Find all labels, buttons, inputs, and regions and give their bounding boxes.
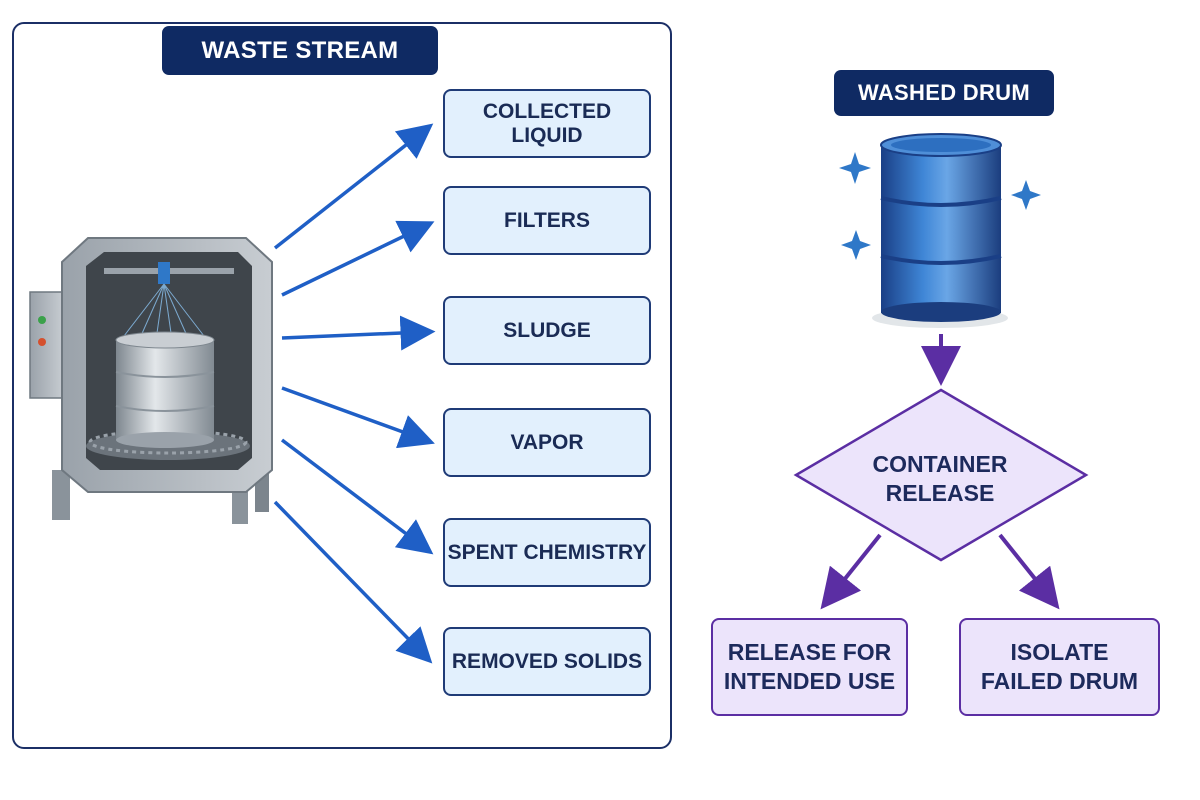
arrow-to-vapor	[281, 386, 435, 449]
sparkle-icons	[839, 152, 1041, 260]
outcome-release-box: RELEASE FOR INTENDED USE	[711, 618, 908, 716]
decision-line-2: RELEASE	[885, 480, 995, 506]
decision-label: CONTAINER RELEASE	[820, 444, 1060, 514]
sparkle-icon	[841, 230, 871, 260]
washed-drum-icon	[872, 133, 1008, 328]
arrow-to-filters	[281, 220, 435, 297]
sparkle-icon	[839, 152, 871, 184]
outcome-isolate-line-1: ISOLATE	[1010, 639, 1109, 666]
sparkle-icon	[1011, 180, 1041, 210]
outcome-isolate-box: ISOLATE FAILED DRUM	[959, 618, 1160, 716]
arrow-to-sludge	[281, 315, 436, 351]
arrow-to-removed-solids	[273, 500, 433, 664]
output-collected-liquid: COLLECTED LIQUID	[443, 89, 651, 158]
output-removed-solids: REMOVED SOLIDS	[443, 627, 651, 696]
waste-stream-arrows	[273, 123, 436, 664]
washed-drum-title: WASHED DRUM	[834, 70, 1054, 116]
output-vapor: VAPOR	[443, 408, 651, 477]
arrow-to-spent-chemistry	[280, 438, 434, 555]
output-filters: FILTERS	[443, 186, 651, 255]
outcome-isolate-line-2: FAILED DRUM	[980, 668, 1139, 694]
outcome-release-line-2: INTENDED USE	[723, 668, 896, 694]
decision-line-1: CONTAINER	[872, 451, 1008, 478]
output-spent-chemistry: SPENT CHEMISTRY	[443, 518, 651, 587]
outcome-release-line-1: RELEASE FOR	[727, 639, 892, 666]
arrow-to-collected-liquid	[273, 123, 434, 250]
arrow-decision-to-release	[820, 533, 882, 610]
decision-diamond	[793, 388, 1089, 562]
output-sludge: SLUDGE	[443, 296, 651, 365]
waste-stream-title: WASTE STREAM	[162, 26, 438, 75]
arrow-decision-to-isolate	[998, 533, 1060, 610]
drum-washer-machine-icon	[29, 237, 273, 524]
